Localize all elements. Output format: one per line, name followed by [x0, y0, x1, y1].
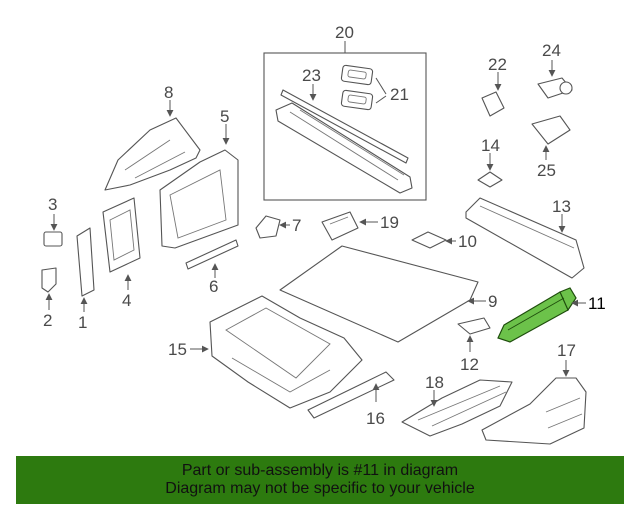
callout-11: 11	[588, 294, 606, 313]
part-14-pad	[477, 171, 503, 188]
part-10-pad	[411, 231, 447, 249]
part-22-bracket	[481, 91, 505, 117]
part-3-clip	[43, 231, 63, 247]
part-11-rail-highlighted	[497, 287, 577, 343]
part-12-bracket	[457, 317, 491, 335]
callout-5: 5	[220, 107, 229, 126]
callout-20: 20	[335, 23, 354, 42]
part-24-socket	[537, 77, 573, 99]
callout-23: 23	[302, 66, 321, 85]
callout-3: 3	[48, 195, 57, 214]
callout-7: 7	[292, 216, 301, 235]
banner-line-1: Part or sub-assembly is #11 in diagram	[181, 462, 459, 479]
part-20-luggage-cover	[275, 102, 413, 194]
callout-22: 22	[488, 55, 507, 74]
callout-1: 1	[78, 313, 87, 332]
banner-line-2: Diagram may not be specific to your vehi…	[165, 480, 475, 497]
part-4-pillar-trim	[102, 197, 141, 273]
parts-diagram: 1 2 3 4 5 6 7 8 9 10 11 12 13 14 15 16 1…	[41, 23, 606, 445]
callout-21: 21	[390, 85, 409, 104]
part-5-side-trim-panel	[159, 149, 239, 249]
callout-12: 12	[460, 355, 479, 374]
callout-2: 2	[43, 311, 52, 330]
callout-14: 14	[481, 136, 500, 155]
callout-10: 10	[458, 232, 477, 251]
part-7-bracket	[255, 215, 281, 239]
part-19-holder	[321, 211, 359, 241]
callout-4: 4	[122, 291, 131, 310]
part-11-endcap	[559, 287, 577, 312]
callout-13: 13	[552, 197, 571, 216]
part-23-rod	[280, 89, 409, 164]
callout-9: 9	[488, 292, 497, 311]
callout-15: 15	[168, 340, 187, 359]
part-21-clips	[340, 64, 374, 111]
part-6-seal-strip	[185, 239, 239, 270]
part-2-bracket	[41, 267, 57, 293]
callout-19: 19	[380, 213, 399, 232]
part-8-upper-trim	[104, 117, 201, 191]
part-17-spare-well	[481, 377, 587, 445]
part-1-trim-strip	[76, 227, 95, 297]
part-18-floor-pan	[401, 379, 513, 437]
part-15-floor-tub	[209, 295, 363, 409]
callout-25: 25	[537, 161, 556, 180]
callout-16: 16	[366, 409, 385, 428]
callout-8: 8	[164, 83, 173, 102]
part-13-rear-panel	[465, 197, 585, 279]
part-25-lock	[531, 115, 571, 145]
callout-18: 18	[425, 373, 444, 392]
callout-24: 24	[542, 41, 561, 60]
info-banner: Part or sub-assembly is #11 in diagram D…	[16, 456, 624, 504]
callout-17: 17	[557, 341, 576, 360]
callout-6: 6	[209, 277, 218, 296]
part-9-floor-cover	[279, 245, 479, 343]
